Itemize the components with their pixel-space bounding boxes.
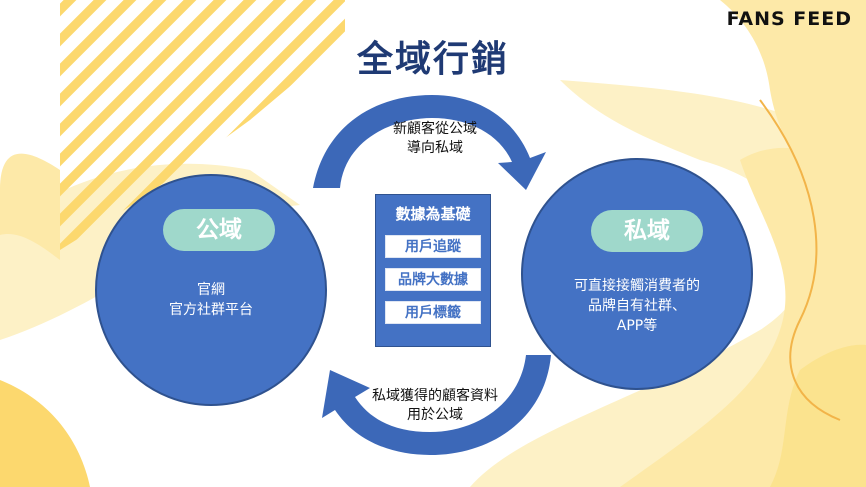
data-item-user-tracking: 用戶追蹤 <box>385 235 481 258</box>
data-foundation-box: 數據為基礎 用戶追蹤 品牌大數據 用戶標籤 <box>375 194 491 347</box>
flow-label-top: 新顧客從公域 導向私域 <box>370 120 500 158</box>
brand-logo: FANS FEED <box>726 8 852 30</box>
private-domain-line3: APP等 <box>616 318 658 334</box>
flow-label-top-line1: 新顧客從公域 <box>393 121 477 137</box>
top-curved-arrow <box>313 95 546 190</box>
bottom-curved-arrow <box>322 355 551 455</box>
flow-label-bottom-line2: 用於公域 <box>407 407 463 423</box>
data-item-brand-big-data: 品牌大數據 <box>385 268 481 291</box>
public-domain-line1: 官網 <box>197 282 225 298</box>
public-domain-line2: 官方社群平台 <box>169 302 253 318</box>
private-domain-circle: 私域 可直接接觸消費者的 品牌自有社群、 APP等 <box>521 158 753 390</box>
data-item-user-tags: 用戶標籤 <box>385 301 481 324</box>
data-foundation-title: 數據為基礎 <box>395 205 471 223</box>
private-domain-line1: 可直接接觸消費者的 <box>574 278 700 294</box>
public-domain-circle: 公域 官網 官方社群平台 <box>95 174 327 406</box>
flow-label-bottom: 私域獲得的顧客資料 用於公域 <box>357 387 513 425</box>
flow-label-top-line2: 導向私域 <box>407 140 463 156</box>
page-title: 全域行銷 <box>356 39 509 80</box>
flow-label-bottom-line1: 私域獲得的顧客資料 <box>372 388 498 404</box>
private-domain-line2: 品牌自有社群、 <box>588 298 686 314</box>
private-domain-description: 可直接接觸消費者的 品牌自有社群、 APP等 <box>523 276 751 336</box>
public-domain-label: 公域 <box>163 209 275 251</box>
public-domain-description: 官網 官方社群平台 <box>97 280 325 320</box>
private-domain-label: 私域 <box>591 210 703 252</box>
